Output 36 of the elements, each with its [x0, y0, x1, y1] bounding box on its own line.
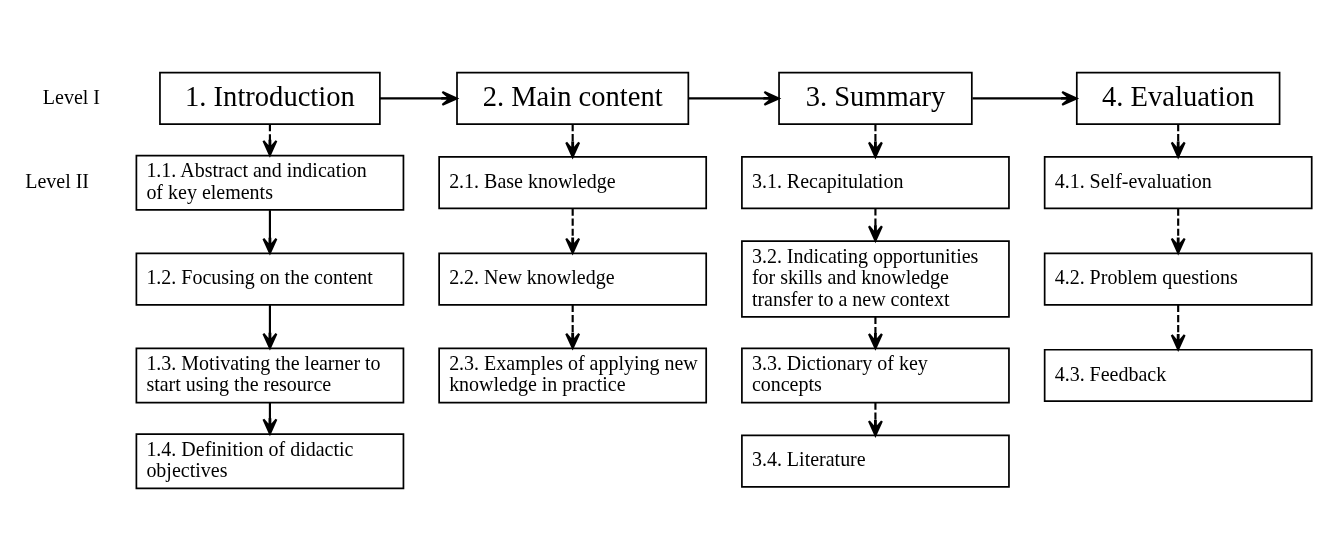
arrow — [867, 402, 883, 436]
node-box: 2.3. Examples of applying new knowledge in practice — [438, 346, 708, 403]
node-box: 1.4. Definition of didactic objectives — [135, 432, 405, 489]
arrow — [972, 90, 1078, 106]
arrow — [565, 123, 581, 158]
node-box: 3.2. Indicating opportunities for skills and knowledge transfer to a new context — [741, 239, 1010, 318]
arrow — [1170, 208, 1186, 254]
node-box: 3.3. Dictionary of key concepts — [741, 346, 1010, 403]
label: Level I — [42, 85, 100, 108]
node-box: 1.3. Motivating the learner to start using the resource — [135, 346, 405, 403]
node-box: 4.3. Feedback — [1043, 348, 1313, 402]
label: Level II — [25, 169, 90, 192]
arrow — [262, 304, 278, 349]
arrow — [565, 208, 581, 254]
node-box: 1.2. Focusing on the content — [135, 252, 405, 306]
arrow — [867, 316, 883, 349]
node-box: 2.1. Base knowledge — [438, 155, 708, 209]
node-box: 4. Evaluation — [1075, 71, 1281, 125]
node-box: 3.4. Literature — [741, 434, 1010, 488]
arrow — [1170, 304, 1186, 350]
arrow — [262, 209, 278, 254]
arrow — [262, 123, 278, 156]
node-box: 1. Introduction — [159, 71, 381, 125]
node-box: 3. Summary — [778, 71, 973, 125]
node-box: 1.1. Abstract and indication of key elements — [135, 154, 405, 211]
node-box: 4.2. Problem questions — [1043, 252, 1313, 306]
node-box: 2.2. New knowledge — [438, 252, 708, 306]
arrow — [565, 304, 581, 349]
node-box: 2. Main content — [456, 71, 690, 125]
arrow — [867, 208, 883, 242]
arrow — [1170, 123, 1186, 158]
node-box: 3.1. Recapitulation — [741, 155, 1010, 209]
arrow — [867, 123, 883, 158]
arrow — [379, 90, 458, 106]
node-box: 4.1. Self-evaluation — [1043, 155, 1313, 209]
arrow — [688, 90, 780, 106]
